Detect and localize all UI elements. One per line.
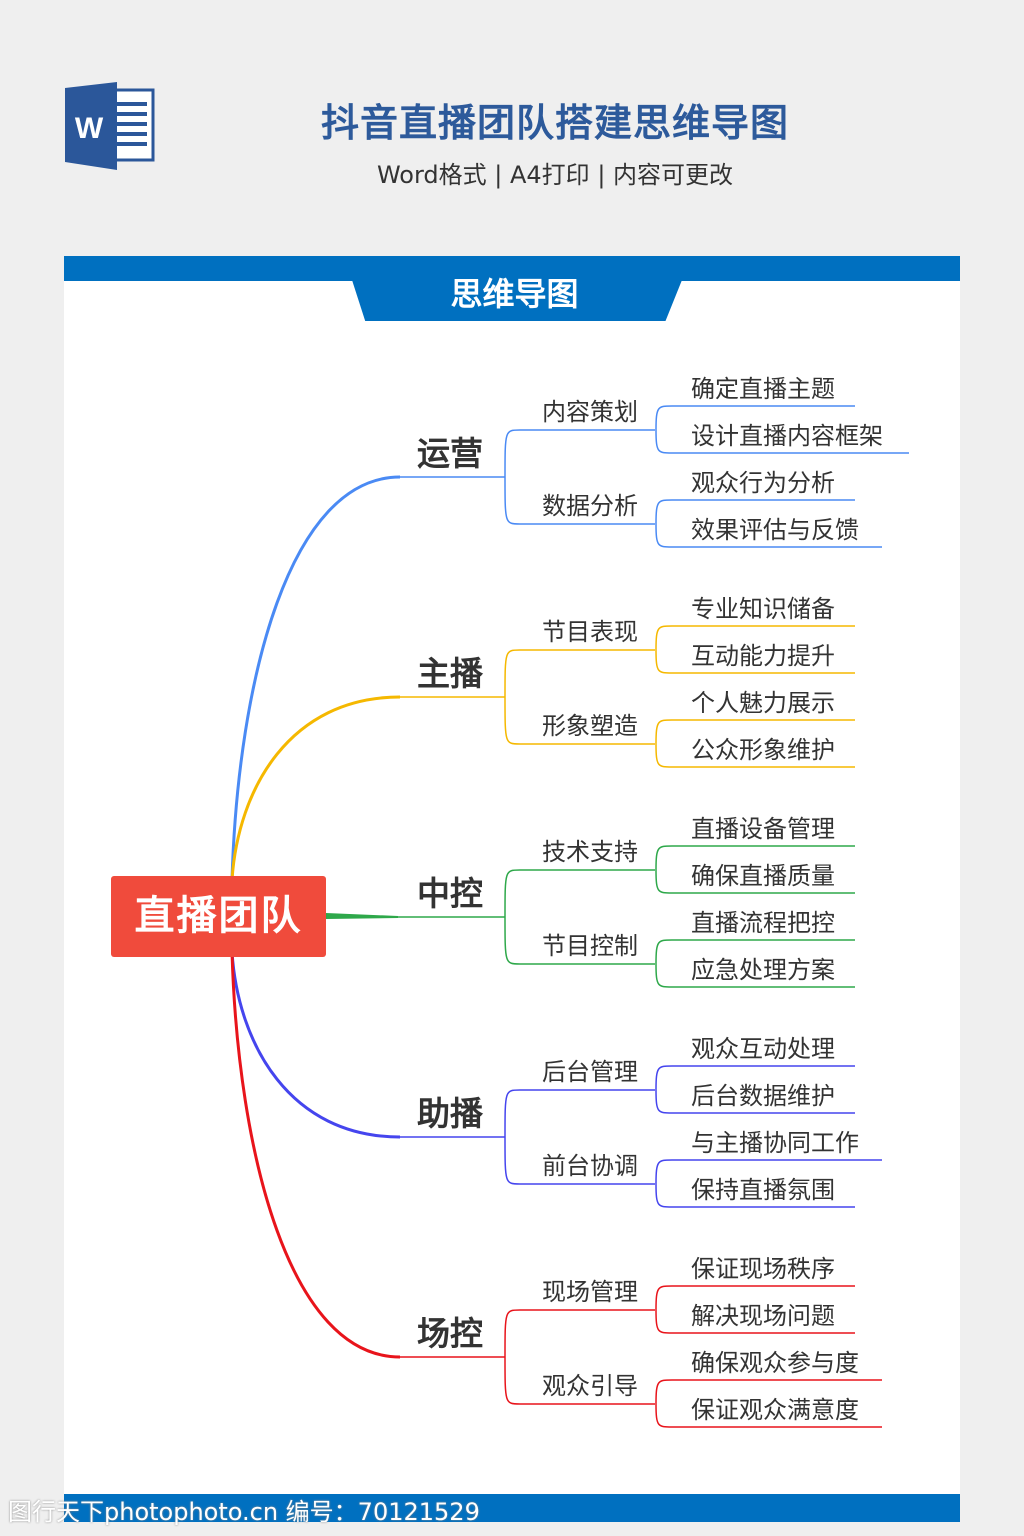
branch-node: 场控 [417,1314,483,1353]
root-connector [326,913,398,919]
sub-connector [504,1309,655,1358]
leaf-connector [655,405,855,431]
leaf-connector [655,1285,855,1311]
leaf-connector [655,499,855,525]
leaf-node: 与主播协同工作 [691,1129,859,1157]
leaf-node: 直播设备管理 [691,815,835,843]
leaf-connector [655,1403,882,1428]
sub-connector [504,429,655,478]
branch-node: 运营 [417,434,483,473]
sub-connector [504,1136,655,1185]
leaf-connector [655,1309,855,1334]
leaf-node: 确保直播质量 [691,862,835,890]
leaf-connector [655,1379,882,1405]
leaf-connector [655,845,855,871]
leaf-node: 直播流程把控 [691,909,835,937]
leaf-node: 确保观众参与度 [691,1349,859,1377]
root-connector [230,475,401,881]
leaf-node: 观众行为分析 [691,469,835,497]
root-node: 直播团队 [111,876,326,957]
root-connector [230,695,401,881]
svg-text:W: W [75,112,104,145]
leaf-connector [655,1183,855,1208]
leaf-node: 保证现场秩序 [691,1255,835,1283]
sub-connector [504,649,655,698]
leaf-connector [655,1065,855,1091]
sub-connector [504,916,655,965]
leaf-connector [655,523,882,548]
sub-node: 观众引导 [542,1372,638,1400]
root-connector [230,951,401,1359]
branch-node: 中控 [417,874,483,913]
leaf-node: 确定直播主题 [691,375,835,403]
leaf-node: 个人魅力展示 [691,689,835,717]
leaf-node: 专业知识储备 [691,595,835,623]
panel-bottom-bar [64,1494,960,1522]
leaf-connector [655,939,855,965]
leaf-node: 公众形象维护 [691,736,835,764]
sub-node: 节目控制 [542,932,638,960]
sub-node: 节目表现 [542,618,638,646]
page-title: 抖音直播团队搭建思维导图 [320,101,789,145]
leaf-node: 解决现场问题 [691,1302,835,1330]
sub-node: 前台协调 [542,1152,638,1180]
sub-node: 后台管理 [542,1058,638,1086]
leaf-node: 观众互动处理 [691,1035,835,1063]
leaf-connector [655,625,855,651]
leaf-connector [655,869,855,894]
leaf-node: 互动能力提升 [691,642,835,670]
leaf-connector [655,1089,855,1114]
leaf-connector [655,1159,882,1185]
sub-connector [504,476,655,525]
panel-top-bar [64,256,960,281]
leaf-connector [655,719,855,745]
leaf-node: 效果评估与反馈 [691,516,859,544]
sub-connector [504,1356,655,1405]
page-subtitle: Word格式 | A4打印 | 内容可更改 [376,161,734,189]
sub-connector [504,1089,655,1138]
sub-node: 现场管理 [542,1278,638,1306]
word-icon: W [65,82,157,170]
leaf-connector [655,429,909,454]
leaf-connector [655,743,855,768]
leaf-connector [655,649,855,674]
sub-connector [504,869,655,918]
branch-node: 主播 [417,654,483,693]
sub-node: 形象塑造 [542,712,638,740]
sub-node: 内容策划 [542,398,638,426]
sub-node: 数据分析 [542,492,638,520]
leaf-node: 应急处理方案 [691,956,835,984]
sub-node: 技术支持 [542,838,638,866]
leaf-node: 设计直播内容框架 [691,422,883,450]
leaf-node: 后台数据维护 [691,1082,835,1110]
branch-node: 助播 [417,1094,483,1133]
root-connector [230,951,401,1139]
leaf-node: 保证观众满意度 [691,1396,859,1424]
watermark: 图行天下photophoto.cn 编号：70121529 [8,1498,480,1526]
panel-tab [352,280,682,321]
leaf-node: 保持直播氛围 [691,1176,835,1204]
leaf-connector [655,963,855,988]
panel-tab-label: 思维导图 [450,275,579,313]
sub-connector [504,696,655,745]
